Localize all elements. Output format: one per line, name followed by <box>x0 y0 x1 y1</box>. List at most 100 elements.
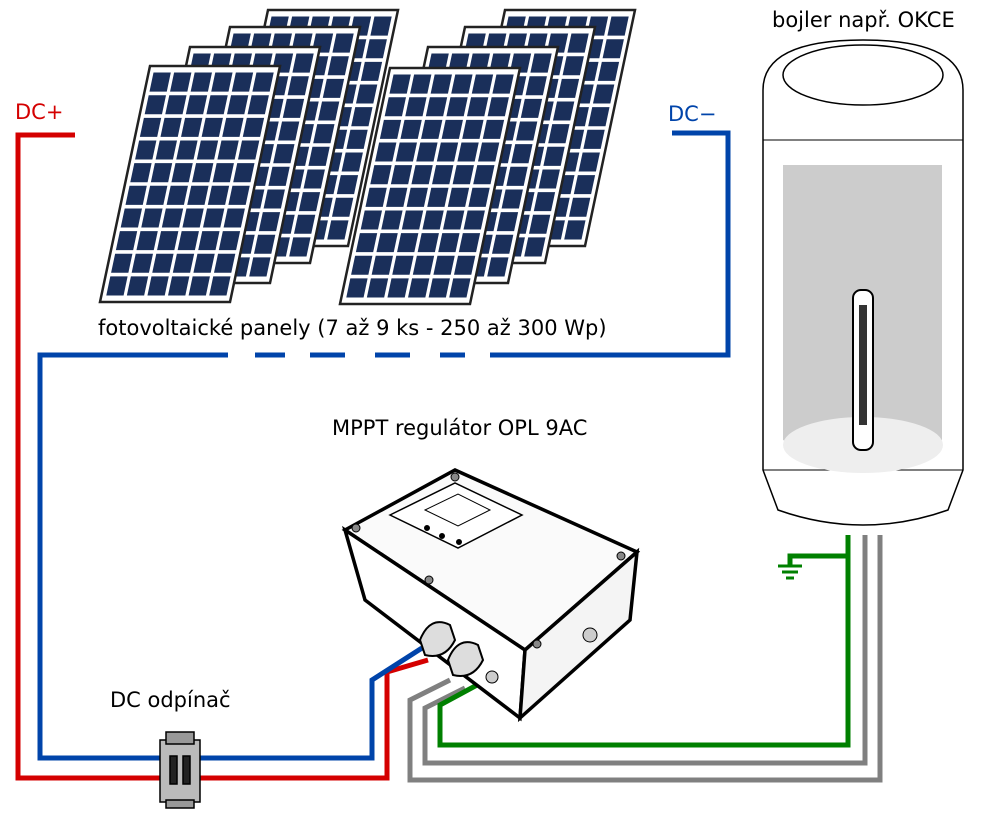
solar-cell <box>379 119 402 139</box>
solar-cell <box>366 278 389 298</box>
solar-cell <box>213 253 236 273</box>
solar-cell <box>422 210 444 230</box>
switch-label: DC odpínač <box>110 688 231 712</box>
solar-cell <box>218 231 241 251</box>
solar-cell <box>203 208 225 228</box>
solar-cell <box>157 231 179 251</box>
solar-cell <box>355 233 378 253</box>
solar-cell <box>252 72 274 92</box>
solar-cell <box>381 210 403 230</box>
solar-cell <box>411 165 433 185</box>
solar-cell <box>384 97 407 117</box>
solar-cell <box>365 39 387 59</box>
solar-cell <box>552 101 575 121</box>
solar-cell <box>336 175 359 195</box>
solar-cell <box>331 197 354 217</box>
solar-cell <box>227 95 249 115</box>
solar-cell <box>387 278 409 298</box>
solar-cell <box>355 84 378 104</box>
dc-plus-label: DC+ <box>15 100 64 124</box>
solar-cell <box>253 234 276 254</box>
solar-cell <box>351 107 373 127</box>
solar-cell <box>360 210 383 230</box>
solar-cell <box>332 33 354 53</box>
solar-cell <box>209 276 231 296</box>
solar-cell <box>313 124 335 144</box>
solar-cell <box>375 142 397 162</box>
solar-cell <box>289 237 311 257</box>
solar-cell <box>525 76 547 96</box>
ground-wire <box>437 535 851 748</box>
solar-cell <box>120 208 143 228</box>
solar-cell <box>408 278 430 298</box>
solar-cell <box>463 210 485 230</box>
solar-cell <box>201 117 223 137</box>
solar-cell <box>146 185 168 205</box>
solar-cell <box>457 142 479 162</box>
solar-cell <box>401 210 424 230</box>
solar-cell <box>390 165 413 185</box>
solar-cell <box>389 74 411 94</box>
solar-cell <box>588 107 610 127</box>
solar-cell <box>131 253 153 273</box>
solar-cell <box>427 187 449 207</box>
solar-cell <box>346 129 368 149</box>
solar-cell <box>165 95 187 115</box>
solar-cell <box>443 210 465 230</box>
solar-cell <box>282 98 305 118</box>
ground-wire-branch <box>787 553 848 566</box>
solar-cell <box>487 97 509 117</box>
solar-cell <box>130 163 152 183</box>
solar-cell <box>438 233 460 253</box>
solar-cell <box>462 119 484 139</box>
ac-wire-2 <box>422 535 868 766</box>
dc-plus-wire-out <box>200 657 429 781</box>
solar-panels-icon <box>98 8 637 306</box>
solar-cell <box>533 192 556 212</box>
solar-cell <box>432 165 454 185</box>
dc-plus-wire <box>15 132 160 781</box>
solar-cell <box>370 16 392 36</box>
solar-cell <box>436 142 459 162</box>
solar-cell <box>477 142 500 162</box>
solar-cell <box>351 255 373 275</box>
solar-cell <box>126 276 149 296</box>
solar-cell <box>327 56 349 76</box>
solar-cell <box>144 95 167 115</box>
dc-minus-wire-2 <box>37 352 228 761</box>
solar-cell <box>449 278 471 298</box>
solar-cell <box>458 233 481 253</box>
solar-cell <box>557 78 580 98</box>
solar-cell <box>168 276 190 296</box>
solar-cell <box>237 140 260 160</box>
solar-cell <box>341 152 363 172</box>
solar-cell <box>106 276 128 296</box>
solar-cell <box>258 212 281 232</box>
solar-cell <box>198 231 220 251</box>
solar-cell <box>583 129 605 149</box>
solar-cell <box>273 144 295 164</box>
solar-cell <box>425 97 448 117</box>
solar-cell <box>538 169 560 189</box>
solar-cell <box>473 165 495 185</box>
solar-cell <box>496 212 519 232</box>
solar-cell <box>564 220 586 240</box>
solar-cell <box>136 231 158 251</box>
solar-cell <box>171 163 193 183</box>
solar-cell <box>182 208 204 228</box>
solar-cell <box>467 97 489 117</box>
solar-cell <box>520 98 543 118</box>
solar-cell <box>111 253 133 273</box>
solar-cell <box>528 214 551 234</box>
solar-cell <box>597 61 620 81</box>
solar-cell <box>568 197 591 217</box>
solar-panel-icon <box>98 64 282 304</box>
dc-minus-label: DC− <box>668 102 717 126</box>
solar-cell <box>212 163 234 183</box>
solar-cell <box>155 140 177 160</box>
solar-cell <box>207 185 230 205</box>
solar-cell <box>287 76 309 96</box>
solar-cell <box>231 72 254 92</box>
solar-cell <box>386 187 408 207</box>
